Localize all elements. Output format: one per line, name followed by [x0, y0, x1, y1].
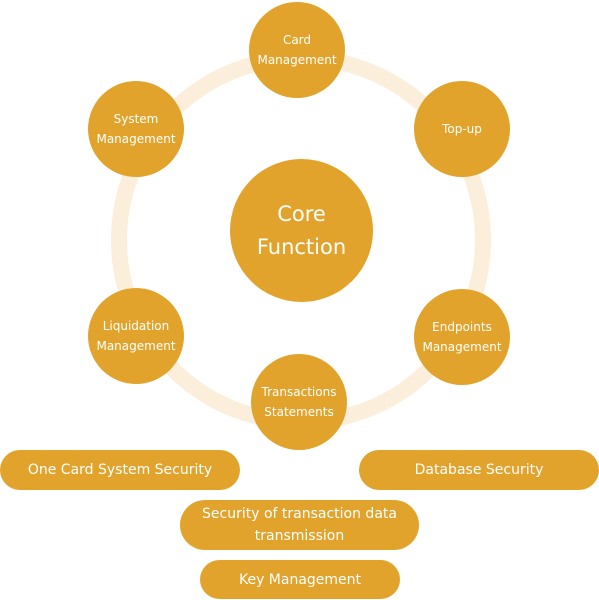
database-security-pill: Database Security	[359, 450, 599, 490]
top-up-node: Top-up	[414, 81, 510, 177]
card-management-node: Card Management	[249, 2, 345, 98]
transactions-statements-node: Transactions Statements	[251, 354, 347, 450]
liquidation-management-node: Liquidation Management	[88, 288, 184, 384]
endpoints-management-node: Endpoints Management	[414, 289, 510, 385]
one-card-system-security-pill: One Card System Security	[0, 450, 240, 490]
transaction-data-transmission-security-pill: Security of transaction data transmissio…	[180, 500, 419, 550]
key-management-pill: Key Management	[200, 560, 400, 599]
core-function-circle: Core Function	[230, 159, 373, 302]
system-management-node: System Management	[88, 81, 184, 177]
